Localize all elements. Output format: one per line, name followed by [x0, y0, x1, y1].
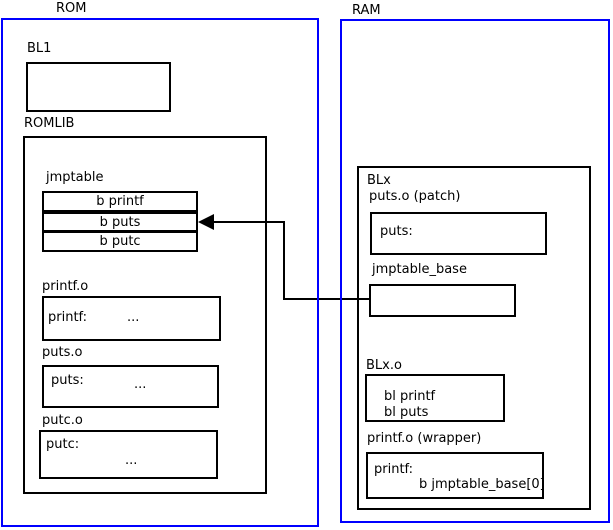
jmptable-row-b-putc: b putc [42, 231, 198, 252]
jmptable-base-label: jmptable_base [372, 262, 467, 277]
bl1-box [26, 62, 171, 112]
printf-wrapper-box: printf: b jmptable_base[0] [366, 452, 545, 499]
putc-body-ellipsis: ... [125, 453, 138, 468]
printf-wrapper-body: b jmptable_base[0] [419, 477, 545, 492]
puts-symbol: puts: [51, 373, 84, 388]
blx-o-label: BLx.o [366, 358, 402, 373]
putc-symbol: putc: [46, 437, 80, 452]
jmptable-label: jmptable [46, 170, 104, 185]
printf-o-label: printf.o [42, 279, 89, 294]
printf-wrapper-label: printf.o (wrapper) [367, 431, 482, 446]
blx-o-box: bl printf bl puts [365, 374, 505, 422]
puts-patch-symbol: puts: [380, 224, 413, 239]
puts-body-ellipsis: ... [134, 377, 147, 392]
jmptable-row-label: b putc [99, 234, 141, 249]
jmptable-row-label: b puts [99, 214, 141, 230]
arrowhead-left-icon [198, 214, 214, 230]
romlib-label: ROMLIB [24, 116, 75, 131]
ram-region-frame [340, 19, 610, 523]
jmptable-row-label: b printf [96, 194, 144, 209]
jmptable-row-b-printf: b printf [42, 191, 198, 212]
putc-o-box: putc: ... [39, 430, 218, 479]
jmptable-row-b-puts: b puts [42, 212, 198, 232]
putc-o-label: putc.o [42, 413, 83, 428]
blx-o-line-bl-printf: bl printf [384, 389, 436, 404]
puts-patch-label: puts.o (patch) [369, 189, 461, 204]
bl1-label: BL1 [27, 41, 52, 56]
printf-body-ellipsis: ... [127, 310, 140, 325]
blx-o-line-bl-puts: bl puts [384, 405, 429, 420]
printf-symbol: printf: [48, 310, 88, 325]
printf-wrapper-symbol: printf: [374, 462, 414, 477]
rom-region-frame [1, 18, 319, 527]
puts-patch-box: puts: [370, 212, 547, 255]
blx-label: BLx [367, 173, 391, 188]
printf-o-box: printf: ... [42, 296, 221, 341]
puts-o-label: puts.o [42, 345, 83, 360]
rom-region-label: ROM [56, 1, 87, 16]
ram-region-label: RAM [352, 3, 381, 18]
puts-o-box: puts: ... [42, 365, 219, 408]
jmptable-base-box [369, 284, 516, 317]
